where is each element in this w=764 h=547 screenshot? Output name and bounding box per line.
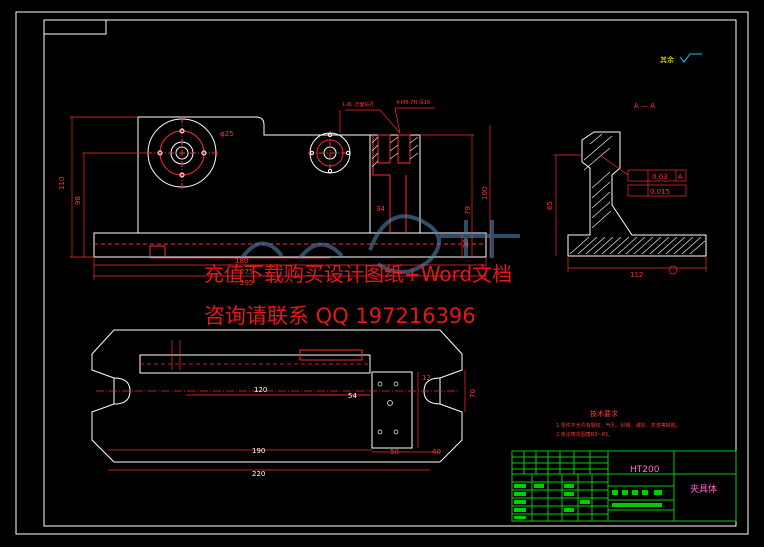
watermark-line-2: 咨询请联系 QQ 197216396 xyxy=(204,304,476,328)
dim-65: 65 xyxy=(546,201,554,210)
drawing-frame xyxy=(15,11,749,535)
section-dimensions xyxy=(554,154,707,275)
dim-phi: φ25 xyxy=(220,130,234,138)
roughness-note: 其余 xyxy=(660,55,674,64)
section-label: A — A xyxy=(634,102,655,110)
tolerance-1: 0.03 xyxy=(652,173,668,181)
roughness-symbol xyxy=(679,53,702,63)
dim-98: 98 xyxy=(74,196,82,205)
dim-12: 12 xyxy=(422,374,431,382)
front-view[interactable] xyxy=(93,116,487,258)
dim-120: 120 xyxy=(254,386,267,394)
dim-220: 220 xyxy=(252,470,265,478)
top-view-details xyxy=(96,340,466,471)
material-label: HT200 xyxy=(630,465,660,475)
dim-180: 180 xyxy=(235,257,248,265)
dim-100: 100 xyxy=(481,187,489,200)
title-block-fills xyxy=(514,484,662,519)
title-block[interactable] xyxy=(511,450,737,522)
dim-110: 110 xyxy=(58,177,66,190)
dim-34: 34 xyxy=(376,205,385,213)
top-view-dimension-text: 120 54 190 220 50 40 70 12 xyxy=(252,374,477,478)
section-view[interactable] xyxy=(567,131,707,257)
dim-54: 54 xyxy=(348,392,357,400)
dim-190: 190 xyxy=(252,447,265,455)
datum-label: A xyxy=(678,173,683,181)
dim-79: 79 xyxy=(464,206,472,215)
watermark-logo-icon xyxy=(240,214,520,274)
part-name-label: 夹具体 xyxy=(690,483,717,495)
dim-70: 70 xyxy=(469,389,477,398)
hole-note-1: 1-8L 正面钻孔 xyxy=(342,101,375,108)
tech-title: 技术要求 xyxy=(590,409,618,418)
tech-line-1: 1.零件不允许有裂纹、气孔、砂眼、疏松、夹渣等缺陷。 xyxy=(556,422,681,429)
watermark-line-1: 充值下载购买设计图纸+Word文档 xyxy=(204,262,513,286)
tech-line-2: 2.未注铸造圆角R3~R5。 xyxy=(556,431,613,438)
dim-295: 295 xyxy=(240,279,253,287)
dim-275: 275 xyxy=(240,268,253,276)
top-view[interactable] xyxy=(91,329,463,463)
section-hatch xyxy=(569,133,706,255)
dim-40: 40 xyxy=(432,448,441,456)
hole-note-2: 4-M8-7H 深16 xyxy=(396,99,430,106)
section-text: A — A 65 112 0.03 0.015 A xyxy=(546,102,683,279)
front-view-hatch xyxy=(371,136,419,168)
technical-requirements: 技术要求 1.零件不允许有裂纹、气孔、砂眼、疏松、夹渣等缺陷。 2.未注铸造圆角… xyxy=(556,409,681,438)
dim-50: 50 xyxy=(390,448,399,456)
dim-112: 112 xyxy=(630,271,643,279)
tolerance-2: 0.015 xyxy=(650,188,670,196)
